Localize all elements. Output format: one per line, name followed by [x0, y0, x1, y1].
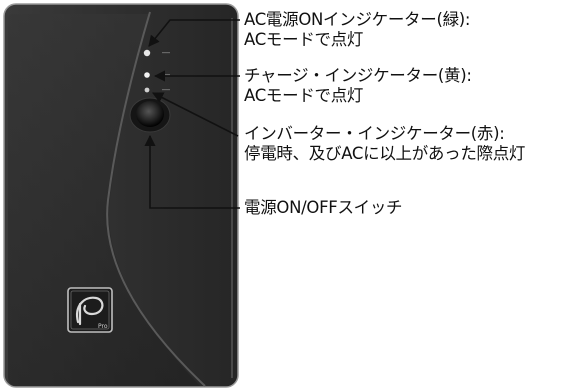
leader-inverter: [152, 92, 239, 137]
callout-ac-power-indicator: AC電源ONインジケーター(緑): ACモードで点灯: [244, 10, 470, 50]
callout-ac-power-line2: ACモードで点灯: [244, 30, 364, 49]
callout-charge-indicator: チャージ・インジケーター(黄): ACモードで点灯: [244, 66, 472, 106]
logo-badge-text: Pro: [98, 323, 108, 330]
callout-inverter-line1: インバーター・インジケーター(赤):: [244, 124, 505, 143]
power-switch[interactable]: [129, 97, 171, 133]
callout-inverter-line2: 停電時、及びACに以上があった際点灯: [244, 144, 526, 163]
callout-ac-power-line1: AC電源ONインジケーター(緑):: [244, 10, 471, 29]
leader-ac-power: [148, 19, 240, 47]
leader-switch: [144, 134, 240, 209]
callout-power-switch-line1: 電源ON/OFFスイッチ: [244, 198, 403, 217]
callout-charge-line2: ACモードで点灯: [244, 86, 364, 105]
led-labels: [162, 52, 170, 91]
inverter-led: [144, 87, 150, 93]
callout-power-switch: 電源ON/OFFスイッチ: [244, 198, 403, 218]
charge-led: [144, 72, 150, 78]
ups-body: [3, 3, 239, 388]
ac-power-led: [143, 49, 151, 57]
leader-lines: [144, 19, 240, 209]
callout-charge-line1: チャージ・インジケーター(黄):: [244, 66, 472, 85]
callout-inverter-indicator: インバーター・インジケーター(赤): 停電時、及びACに以上があった際点灯: [244, 124, 525, 164]
brand-logo: Pro: [67, 287, 113, 333]
